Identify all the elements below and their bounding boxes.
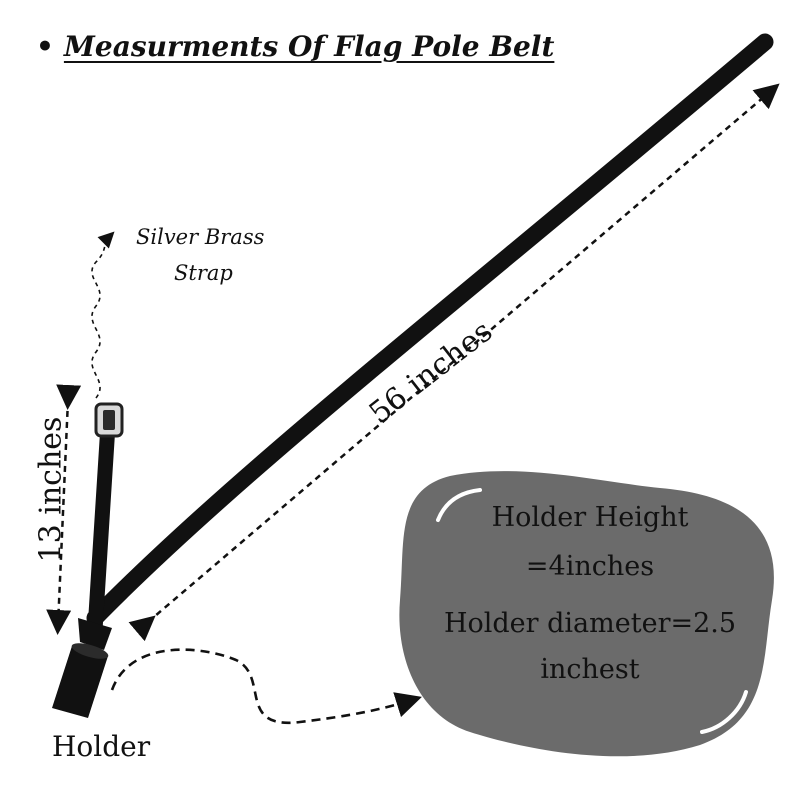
holder-diameter-label: Holder diameter=2.5 xyxy=(443,608,737,639)
title-text: Measurments Of Flag Pole Belt xyxy=(63,30,555,63)
buckle-icon xyxy=(94,402,124,438)
strap-label-line1: Silver Brass xyxy=(136,225,265,249)
info-blob xyxy=(399,471,774,757)
blob-highlight-top xyxy=(436,488,482,522)
strap-pointer-arrow xyxy=(91,231,115,399)
holder-height-value: =4inches xyxy=(525,551,655,582)
holder-cup xyxy=(52,618,112,718)
bullet-icon: • xyxy=(36,30,54,63)
length-dimension-arrow xyxy=(128,83,780,642)
height-dimension-arrow xyxy=(46,384,82,635)
holder-diameter-unit: inchest xyxy=(540,654,640,685)
blob-highlight-bottom xyxy=(700,690,748,734)
holder-pointer-arrow xyxy=(110,648,422,725)
short-strap xyxy=(87,417,116,638)
height-label: 13 inches xyxy=(33,416,69,563)
strap-label-line2: Strap xyxy=(174,261,233,285)
page-title: • Measurments Of Flag Pole Belt xyxy=(36,30,554,63)
holder-height-label: Holder Height xyxy=(491,502,689,533)
holder-label: Holder xyxy=(52,730,151,763)
